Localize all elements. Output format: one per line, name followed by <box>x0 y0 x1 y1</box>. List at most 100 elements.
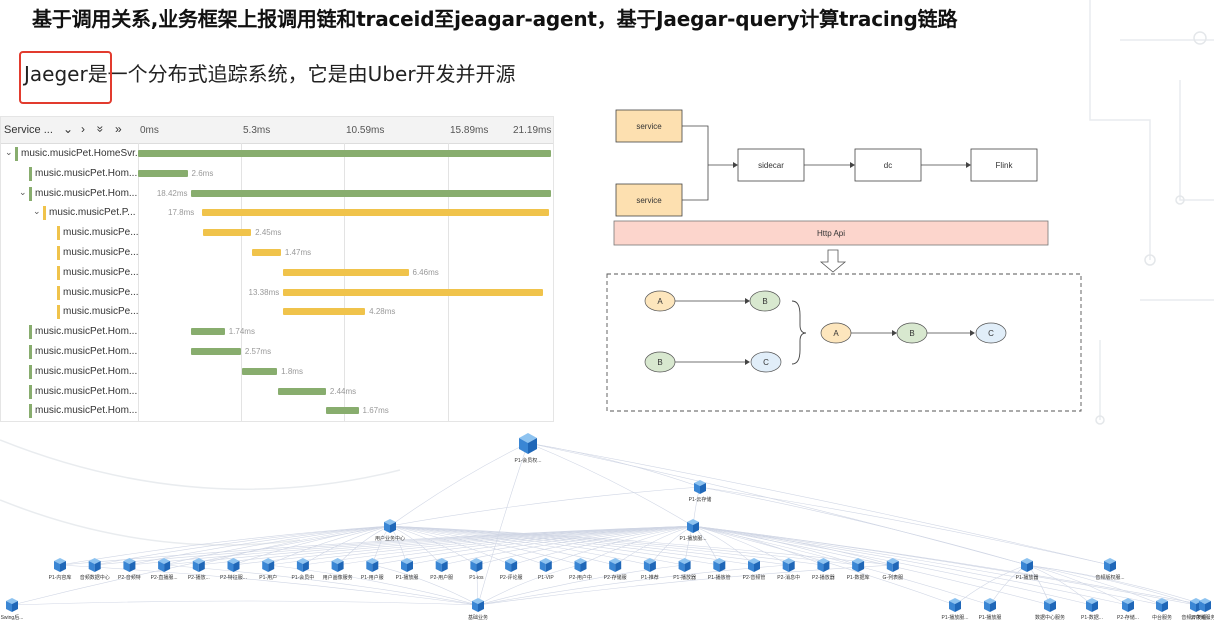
merge-brace <box>791 300 807 365</box>
span-bar[interactable] <box>325 407 359 415</box>
page-headline: 基于调用关系,业务框架上报调用链和traceid至jeagar-agent，基于… <box>32 7 958 31</box>
audio-copyright-service-icon[interactable] <box>1104 558 1116 572</box>
leaf-service-icon[interactable] <box>192 558 205 572</box>
leaf-service-icon[interactable] <box>331 558 344 572</box>
topology-edge <box>372 525 694 566</box>
player-service-icon[interactable] <box>1021 558 1033 572</box>
span-bar[interactable] <box>242 367 278 375</box>
span-row[interactable]: ⌄music.musicPet.Hom...18.42ms <box>1 184 553 204</box>
span-row[interactable]: ⌄ music.musicPet.HomeSvr... <box>1 144 553 164</box>
right-leaf-service-icon[interactable] <box>949 598 961 612</box>
cloud-storage-service-icon[interactable] <box>694 480 706 494</box>
collapse-one-icon[interactable]: ⌄ <box>63 122 74 136</box>
expand-all-icon[interactable]: » <box>115 122 122 136</box>
expand-one-icon[interactable]: › <box>81 122 85 136</box>
span-bar[interactable] <box>282 308 366 316</box>
topology-edge <box>59 564 479 606</box>
leaf-service-label: P1-推荐 <box>641 574 659 581</box>
span-name[interactable]: music.musicPe... <box>63 306 139 318</box>
span-bar[interactable] <box>203 229 252 237</box>
span-name[interactable]: music.musicPet.Hom... <box>35 385 138 397</box>
span-name[interactable]: music.musicPet.Hom... <box>35 346 138 357</box>
leaf-service-icon[interactable] <box>539 558 552 572</box>
topology-edge <box>406 525 694 566</box>
span-row[interactable]: music.musicPe...13.38ms <box>1 283 553 303</box>
right-leaf-service-icon[interactable] <box>984 598 996 612</box>
span-name[interactable]: music.musicPet.P... <box>49 207 136 219</box>
span-duration: 2.57ms <box>244 347 272 356</box>
span-bar[interactable] <box>282 288 543 296</box>
right-leaf-service-icon[interactable] <box>1199 598 1211 612</box>
leaf-service-icon[interactable] <box>609 558 622 572</box>
right-leaf-service-icon[interactable] <box>1086 598 1098 612</box>
swing-service-icon[interactable] <box>6 598 18 612</box>
expand-caret-icon[interactable]: ⌄ <box>33 206 41 217</box>
leaf-service-icon[interactable] <box>713 558 726 572</box>
base-service-icon[interactable] <box>472 598 484 612</box>
leaf-service-icon[interactable] <box>574 558 587 572</box>
span-row[interactable]: music.musicPet.Hom...1.8ms <box>1 362 553 382</box>
span-row[interactable]: music.musicPe...6.46ms <box>1 263 553 283</box>
span-name[interactable]: music.musicPet.Hom... <box>35 167 138 179</box>
collapse-all-icon[interactable]: » <box>93 125 108 133</box>
span-bar[interactable] <box>138 150 551 157</box>
playback-service-icon[interactable] <box>687 519 699 533</box>
topology-edge <box>441 525 694 566</box>
topology-edge <box>477 564 581 606</box>
leaf-service-icon[interactable] <box>505 558 518 572</box>
span-row[interactable]: music.musicPet.Hom...2.44ms <box>1 382 553 402</box>
leaf-service-icon[interactable] <box>435 558 448 572</box>
leaf-service-icon[interactable] <box>852 558 865 572</box>
root-service-icon[interactable] <box>519 433 537 454</box>
span-name[interactable]: music.musicPe... <box>63 266 139 278</box>
leaf-service-icon[interactable] <box>54 558 66 572</box>
leaf-service-icon[interactable] <box>227 558 240 572</box>
user-center-service-icon[interactable] <box>384 519 396 533</box>
right-leaf-service-icon[interactable] <box>1122 598 1134 612</box>
span-row[interactable]: music.musicPe... 1.47ms <box>1 243 553 263</box>
leaf-service-label: 音频数据中心 <box>80 574 110 581</box>
leaf-service-icon[interactable] <box>470 558 483 572</box>
leaf-service-icon[interactable] <box>748 558 760 572</box>
span-row[interactable]: music.musicPet.Hom...1.67ms <box>1 401 553 421</box>
leaf-service-label: P2-用户中 <box>569 574 592 581</box>
span-name[interactable]: music.musicPet.Hom... <box>35 326 138 338</box>
span-bar[interactable] <box>190 189 551 197</box>
leaf-service-icon[interactable] <box>262 558 275 572</box>
span-row[interactable]: music.musicPet.Hom...1.74ms <box>1 322 553 342</box>
span-row[interactable]: music.musicPe...2.45ms <box>1 223 553 243</box>
leaf-service-icon[interactable] <box>886 558 899 572</box>
span-row[interactable]: ⌄music.musicPet.P...17.8ms <box>1 203 553 223</box>
span-bar[interactable] <box>282 268 409 276</box>
node-c <box>750 351 782 373</box>
expand-caret-icon[interactable]: ⌄ <box>5 147 13 157</box>
leaf-service-icon[interactable] <box>158 558 171 572</box>
span-row[interactable]: music.musicPet.Hom...2.6ms <box>1 164 553 184</box>
span-row[interactable]: music.musicPet.Hom... 2.57ms <box>1 342 553 362</box>
right-leaf-service-icon[interactable] <box>1156 598 1168 612</box>
node-b-2-label: B <box>657 358 662 367</box>
span-name[interactable]: music.musicPet.Hom... <box>35 187 138 199</box>
service-column-label[interactable]: Service ... <box>4 124 53 136</box>
service-color-tag <box>29 325 32 340</box>
span-name[interactable]: music.musicPet.Hom... <box>35 405 138 417</box>
span-row[interactable]: music.musicPe...4.28ms <box>1 302 553 322</box>
playback-service-label: P1-播放服... <box>680 535 707 542</box>
span-bar[interactable] <box>190 348 241 355</box>
span-name[interactable]: music.musicPe... <box>63 227 139 239</box>
node-c-label: C <box>763 358 769 367</box>
span-duration: 1.47ms <box>284 248 312 257</box>
span-bar[interactable] <box>138 169 188 177</box>
span-name[interactable]: music.musicPet.Hom... <box>35 365 138 377</box>
span-bar[interactable] <box>202 209 549 217</box>
player-service-label: P1-播放器 <box>1016 574 1039 581</box>
span-bar[interactable] <box>278 387 326 395</box>
leaf-service-label: P1-ios <box>469 575 484 581</box>
span-bar[interactable] <box>190 328 225 336</box>
span-name[interactable]: music.musicPet.HomeSvr... <box>21 148 144 159</box>
span-name[interactable]: music.musicPe... <box>63 247 139 258</box>
right-leaf-service-icon[interactable] <box>1044 598 1056 612</box>
span-bar[interactable] <box>251 249 281 256</box>
span-name[interactable]: music.musicPe... <box>63 286 139 298</box>
expand-caret-icon[interactable]: ⌄ <box>19 186 27 197</box>
